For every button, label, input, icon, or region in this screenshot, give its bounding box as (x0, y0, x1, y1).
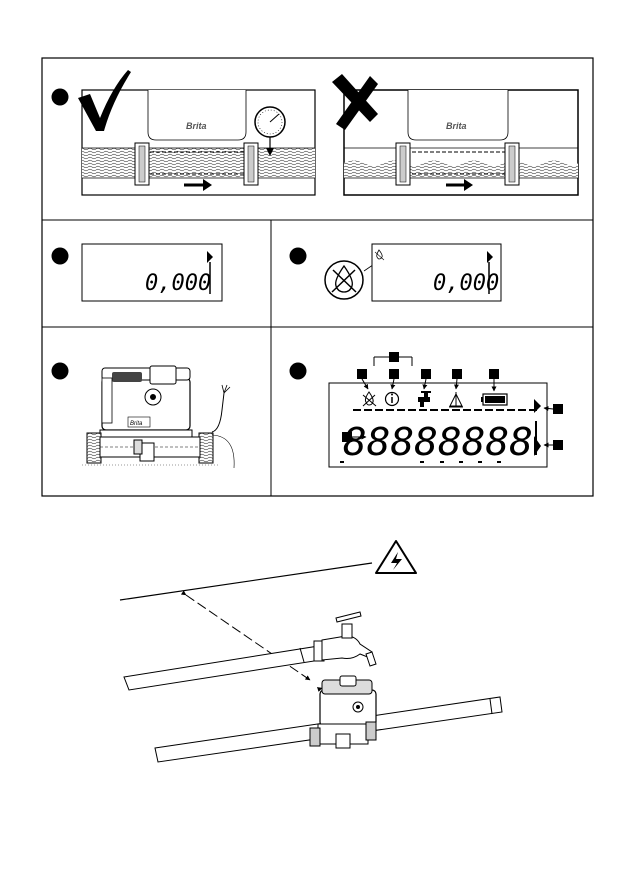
panel-display-no-water: 0,000 (290, 244, 502, 301)
water-meter-device: Brita (82, 366, 234, 468)
tap-icon (314, 612, 376, 666)
step-marker (52, 248, 69, 265)
callout-marker (389, 369, 399, 379)
brand-label: Brita (446, 121, 467, 131)
step-marker (52, 89, 69, 106)
callout-marker (421, 369, 431, 379)
battery-full-icon (481, 394, 507, 405)
info-icon (386, 393, 399, 406)
high-voltage-icon (376, 541, 416, 573)
water-meter-device (310, 676, 376, 748)
brand-label: Brita (130, 421, 143, 427)
callout-marker (342, 432, 352, 442)
panel-device-view: Brita (52, 363, 235, 469)
step-marker (290, 248, 307, 265)
callout-marker (452, 369, 462, 379)
lcd-reading: 0,000 (145, 271, 211, 296)
no-water-icon (325, 261, 363, 299)
installation-illustration (120, 541, 502, 762)
callout-marker (553, 440, 563, 450)
brand-label: Brita (186, 121, 207, 131)
step-marker (290, 363, 307, 380)
electrical-cable (120, 563, 372, 600)
step-marker (52, 363, 69, 380)
panel-display-zero: 0,000 (52, 244, 223, 301)
lcd-full-segments: 88888888 (343, 420, 533, 464)
callout-marker (489, 369, 499, 379)
panel-incorrect-install: Brita (332, 74, 578, 195)
panel-correct-install: Brita (52, 70, 316, 195)
panel-lcd-legend: 88888888 (290, 352, 564, 467)
callout-marker (553, 404, 563, 414)
callout-marker (357, 369, 367, 379)
